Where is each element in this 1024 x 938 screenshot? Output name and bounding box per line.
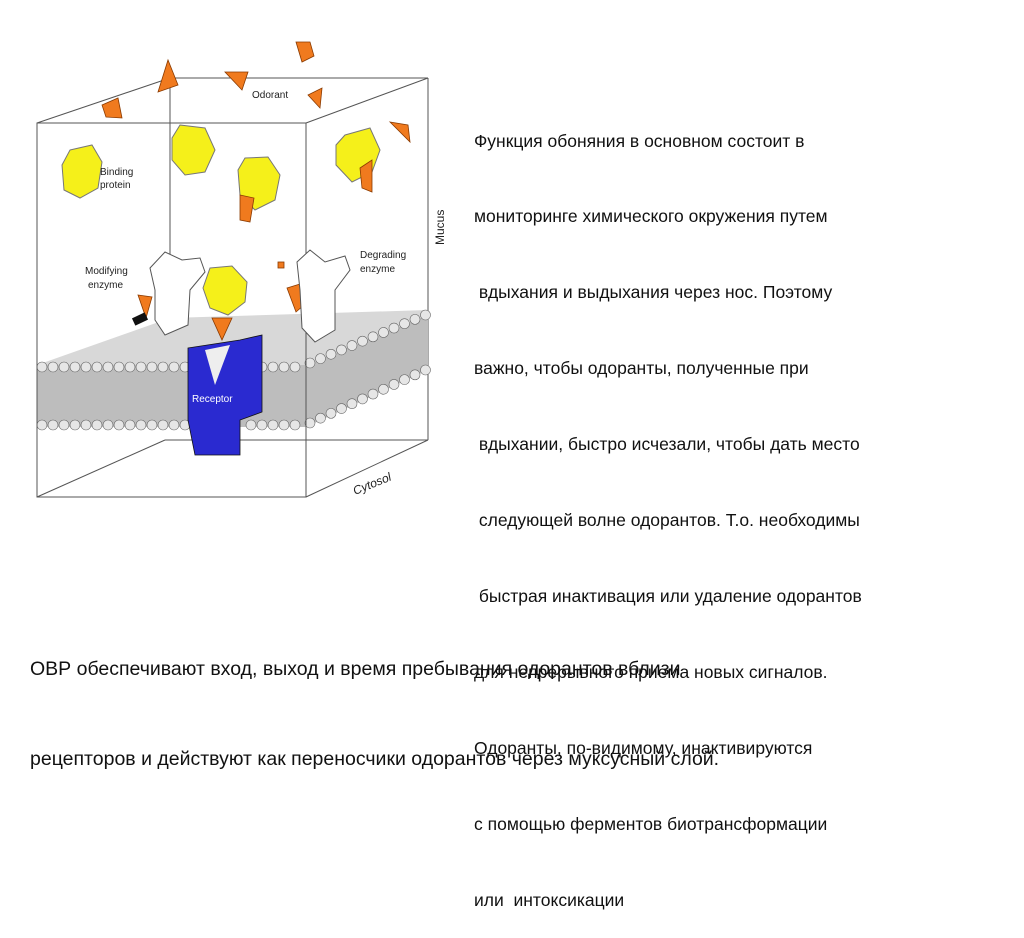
lipid-head <box>80 419 92 431</box>
lipid-head <box>168 361 180 373</box>
binding-protein-label-2: protein <box>100 180 131 191</box>
lipid-head <box>315 412 326 424</box>
lipid-head <box>336 403 347 414</box>
receptor-icon: Receptor <box>187 334 263 456</box>
lipid-head <box>91 361 103 373</box>
text-line: важно, чтобы одоранты, полученные при <box>474 358 809 379</box>
lipid-head <box>278 361 290 373</box>
lipid-head <box>102 419 114 431</box>
olfactory-diagram: Receptor Odorant Binding protein Modifyi… <box>36 41 447 498</box>
lipid-head <box>378 383 389 395</box>
lipid-head <box>357 393 368 405</box>
bottom-paragraph: ОВР обеспечивают вход, выход и время пре… <box>30 594 719 804</box>
lipid-head <box>304 357 316 369</box>
lipid-head <box>135 361 147 373</box>
lipid-head <box>102 361 114 373</box>
lipid-head <box>124 419 136 431</box>
degrading-enzyme-label-1: Degrading <box>360 250 406 261</box>
lipid-head <box>267 361 279 373</box>
text-line: для непрерывного приема новых сигналов. <box>474 661 828 682</box>
lipid-head <box>278 419 290 431</box>
lipid-head <box>58 419 70 431</box>
lipid-head <box>256 419 268 431</box>
lipid-head <box>157 419 169 431</box>
receptor-label: Receptor <box>192 394 233 405</box>
lipid-head <box>69 361 81 373</box>
degrading-enzyme-label-2: enzyme <box>360 264 395 275</box>
text-line: вдыхания и выдыхания через нос. Поэтому <box>474 282 833 303</box>
lipid-head <box>399 318 410 330</box>
text-line: Одоранты, по-видимому, инактивируются <box>474 737 813 758</box>
text-line: или интоксикации <box>474 889 625 910</box>
lipid-heads <box>36 309 431 431</box>
text-line: быстрая инактивация или удаление одорант… <box>474 585 862 606</box>
membrane-front <box>37 365 306 427</box>
lipid-head <box>420 309 431 321</box>
modifying-enzyme-label-1: Modifying <box>85 266 128 277</box>
membrane-side <box>306 315 428 427</box>
text-line: с помощью ферментов биотрансформации <box>474 813 828 834</box>
main-paragraph: Функция обоняния в основном состоит в мо… <box>474 78 862 938</box>
lipid-head <box>367 331 379 343</box>
lipid-head <box>245 419 257 431</box>
text-line: Функция обоняния в основном состоит в <box>474 130 805 151</box>
lipid-head <box>267 419 279 431</box>
lipid-head <box>325 408 337 419</box>
lipid-head <box>315 353 326 364</box>
cytosol-label: Cytosol <box>351 470 394 498</box>
lipid-head <box>113 361 125 373</box>
lipid-head <box>36 361 48 373</box>
lipid-head <box>289 419 301 431</box>
enzyme-icons <box>149 249 351 343</box>
lipid-head <box>69 419 81 431</box>
lipid-head <box>367 388 379 400</box>
lipid-head <box>409 314 421 325</box>
lipid-head <box>113 419 125 431</box>
lipid-head <box>357 335 368 347</box>
anchor-icon <box>131 312 149 326</box>
lipid-head <box>388 322 400 334</box>
lipid-head <box>168 419 180 431</box>
lipid-head <box>146 361 158 373</box>
lipid-head <box>325 348 337 360</box>
lipid-head <box>388 379 400 390</box>
lipid-head <box>157 361 169 373</box>
lipid-head <box>36 419 48 431</box>
lipid-head <box>346 398 358 410</box>
text-line: мониторинге химического окружения путем <box>474 206 828 227</box>
lipid-head <box>378 327 389 338</box>
lipid-head <box>336 344 347 356</box>
lipid-head <box>420 364 431 376</box>
modifying-enzyme-label-2: enzyme <box>88 280 123 291</box>
lipid-head <box>124 361 136 373</box>
odorant-label: Odorant <box>252 90 288 101</box>
lipid-head <box>289 361 301 373</box>
lipid-head <box>47 419 59 431</box>
lipid-head <box>91 419 103 431</box>
text-line: ОВР обеспечивают вход, выход и время пре… <box>30 658 681 680</box>
lipid-head <box>135 419 147 431</box>
odorant-icons <box>101 41 411 341</box>
text-line: рецепторов и действуют как переносчики о… <box>30 748 720 770</box>
text-line: вдыхании, быстро исчезали, чтобы дать ме… <box>474 434 860 455</box>
lipid-head <box>346 340 358 351</box>
text-line: следующей волне одорантов. Т.о. необходи… <box>474 510 860 531</box>
lipid-head <box>47 361 59 373</box>
binding-protein-label-1: Binding <box>100 167 133 178</box>
lipid-head <box>58 361 70 373</box>
lipid-head <box>80 361 92 373</box>
lipid-head <box>146 419 158 431</box>
mucus-label: Mucus <box>433 210 447 245</box>
lipid-head <box>409 369 421 381</box>
lipid-head <box>399 374 410 385</box>
lipid-head <box>304 417 316 429</box>
